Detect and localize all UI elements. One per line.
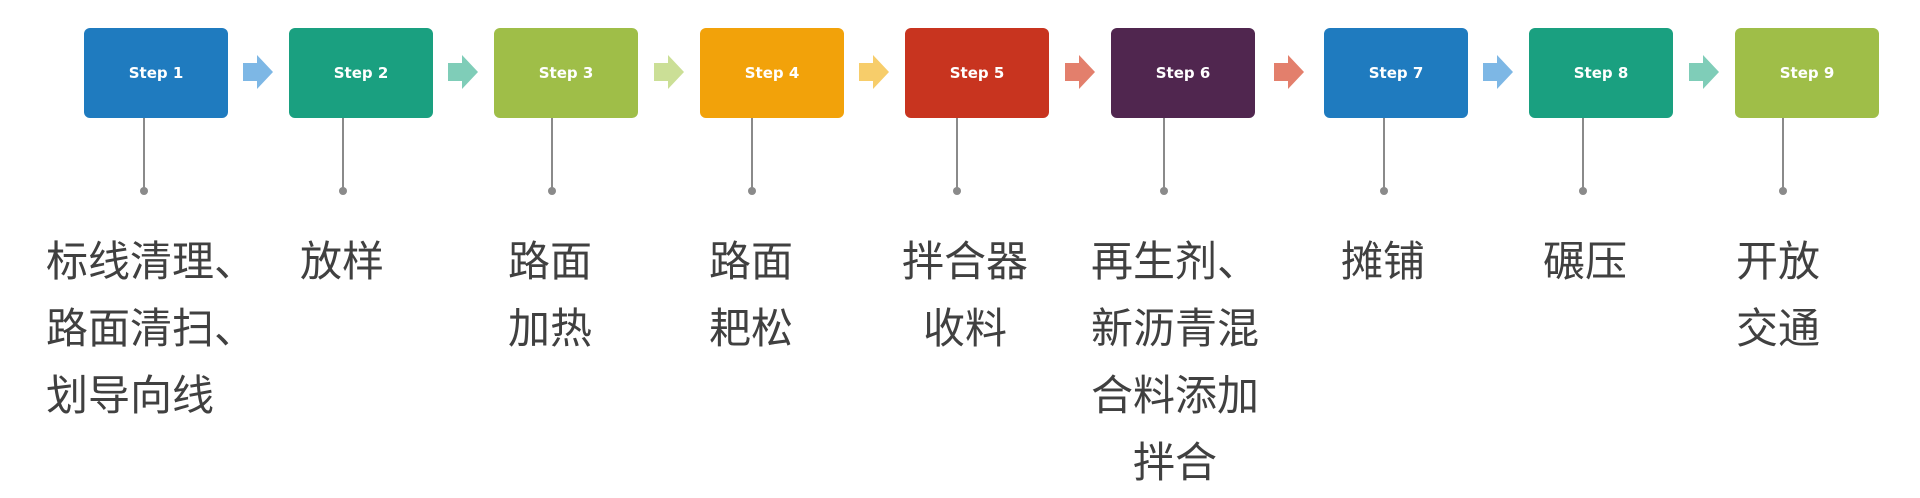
connector-dot bbox=[1380, 187, 1388, 195]
step-description-line: 开放 bbox=[1736, 237, 1821, 286]
step-title: Step 2 bbox=[333, 64, 389, 82]
connector-dot bbox=[339, 187, 347, 195]
step-title: Step 1 bbox=[128, 64, 184, 82]
step-description-line: 标线清理、 bbox=[46, 237, 257, 286]
step-description-line: 碾压 bbox=[1543, 237, 1628, 286]
arrow-right-icon bbox=[243, 55, 273, 89]
step-description-line: 加热 bbox=[508, 304, 593, 353]
step-title: Step 6 bbox=[1155, 64, 1211, 82]
step-description-8: 碾压 bbox=[1543, 228, 1627, 295]
step-description-7: 摊铺 bbox=[1341, 228, 1425, 295]
step-title: Step 7 bbox=[1368, 64, 1424, 82]
step-title: Step 5 bbox=[949, 64, 1005, 82]
arrow-right-icon bbox=[448, 55, 478, 89]
step-description-line: 路面 bbox=[508, 237, 593, 286]
connector-dot bbox=[548, 187, 556, 195]
arrow-right-icon bbox=[1483, 55, 1513, 89]
arrow-right-icon bbox=[654, 55, 684, 89]
arrow-right-icon bbox=[1065, 55, 1095, 89]
step-title: Step 8 bbox=[1573, 64, 1629, 82]
arrow-right-icon bbox=[1274, 55, 1304, 89]
step-box-4: Step 4 bbox=[700, 28, 844, 118]
step-description-line: 划导向线 bbox=[46, 371, 215, 420]
step-title: Step 4 bbox=[744, 64, 800, 82]
step-box-1: Step 1 bbox=[84, 28, 228, 118]
step-box-2: Step 2 bbox=[289, 28, 433, 118]
step-description-line: 交通 bbox=[1736, 304, 1821, 353]
connector-line bbox=[143, 118, 145, 190]
step-title: Step 3 bbox=[538, 64, 594, 82]
connector-line bbox=[751, 118, 753, 190]
connector-line bbox=[956, 118, 958, 190]
step-description-2: 放样 bbox=[300, 228, 384, 295]
step-description-6: 再生剂、 新沥青混 合料添加 拌合 bbox=[1091, 228, 1259, 496]
connector-dot bbox=[953, 187, 961, 195]
arrow-right-icon bbox=[859, 55, 889, 89]
connector-line bbox=[342, 118, 344, 190]
arrow-right-icon bbox=[1689, 55, 1719, 89]
step-description-line: 拌合器 bbox=[902, 237, 1029, 286]
connector-dot bbox=[140, 187, 148, 195]
step-description-line: 摊铺 bbox=[1341, 237, 1426, 286]
step-box-3: Step 3 bbox=[494, 28, 638, 118]
step-description-line: 再生剂、 bbox=[1091, 237, 1260, 286]
connector-dot bbox=[1160, 187, 1168, 195]
step-description-3: 路面 加热 bbox=[508, 228, 592, 362]
step-box-7: Step 7 bbox=[1324, 28, 1468, 118]
step-box-6: Step 6 bbox=[1111, 28, 1255, 118]
connector-line bbox=[1163, 118, 1165, 190]
connector-dot bbox=[1579, 187, 1587, 195]
connector-dot bbox=[1779, 187, 1787, 195]
connector-line bbox=[1383, 118, 1385, 190]
step-description-line: 合料添加 bbox=[1091, 371, 1260, 420]
step-description-1: 标线清理、 路面清扫、 划导向线 bbox=[46, 228, 256, 429]
step-description-line: 路面 bbox=[709, 237, 794, 286]
connector-line bbox=[1582, 118, 1584, 190]
step-box-8: Step 8 bbox=[1529, 28, 1673, 118]
step-title: Step 9 bbox=[1779, 64, 1835, 82]
step-description-line: 路面清扫、 bbox=[46, 304, 257, 353]
step-description-5: 拌合器 收料 bbox=[902, 228, 1028, 362]
connector-dot bbox=[748, 187, 756, 195]
step-box-5: Step 5 bbox=[905, 28, 1049, 118]
step-description-line: 放样 bbox=[300, 237, 385, 286]
step-description-4: 路面 耙松 bbox=[709, 228, 793, 362]
step-description-9: 开放 交通 bbox=[1736, 228, 1820, 362]
connector-line bbox=[1782, 118, 1784, 190]
step-box-9: Step 9 bbox=[1735, 28, 1879, 118]
step-description-line: 新沥青混 bbox=[1091, 304, 1260, 353]
step-description-line: 收料 bbox=[923, 304, 1008, 353]
step-description-line: 拌合 bbox=[1133, 438, 1218, 487]
step-description-line: 耙松 bbox=[709, 304, 794, 353]
connector-line bbox=[551, 118, 553, 190]
